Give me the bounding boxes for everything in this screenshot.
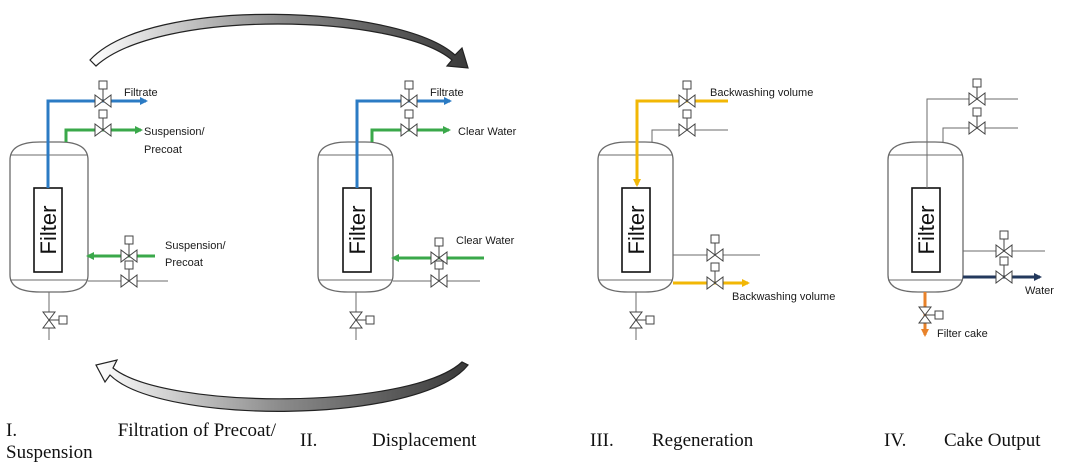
valve-icon (706, 234, 724, 262)
backwash-line-3a (633, 99, 728, 187)
caption-stage-2-text: Displacement (372, 430, 477, 451)
filter-label-3: Filter (624, 206, 649, 255)
caption-stage-2: II. Displacement (300, 430, 476, 452)
valve-icon (678, 109, 696, 137)
valve-icon (400, 109, 418, 137)
caption-stage-1: I. Filtration of Precoat/ Suspension (6, 420, 276, 464)
suspension-line-1a (64, 126, 143, 142)
filter-box-2 (342, 187, 372, 273)
label-filter-cake: Filter cake (937, 328, 988, 340)
label-filtrate-2: Filtrate (430, 87, 464, 99)
valve-icon (995, 256, 1013, 284)
caption-stage-1-text-line2: Suspension (6, 442, 93, 463)
valve-icon (400, 80, 418, 108)
caption-stage-4-number: IV. (884, 430, 907, 451)
caption-stage-3-number: III. (590, 430, 614, 451)
valve-icon (706, 262, 724, 290)
caption-stage-2-number: II. (300, 430, 318, 451)
label-suspension-1a-line1: Suspension/ (144, 126, 205, 138)
caption-stage-4: IV. Cake Output (884, 430, 1041, 452)
label-clear-water-2a: Clear Water (458, 126, 517, 138)
stage-1-diagram: Filter (9, 97, 168, 340)
stage-3-diagram: Filter (597, 99, 760, 340)
filtrate-line-2 (355, 97, 452, 188)
label-filtrate-1: Filtrate (124, 87, 158, 99)
stage-4-labels: Water Filter cake (937, 285, 1054, 340)
label-suspension-1a-line2: Precoat (144, 144, 182, 156)
stage-1-labels: Filtrate Suspension/ Precoat Suspension/… (124, 87, 226, 269)
valve-icon (94, 80, 112, 108)
cycle-arrow-top (89, 13, 469, 69)
valve-icon (349, 311, 375, 329)
valve-icon (968, 78, 986, 106)
caption-stage-1-text-line1: Filtration of Precoat/ (117, 420, 276, 441)
cycle-arrow-bottom (95, 359, 469, 412)
filter-box-4 (911, 187, 941, 273)
filter-label-2: Filter (345, 206, 370, 255)
label-backwash-bottom: Backwashing volume (732, 291, 835, 303)
valve-icon (94, 109, 112, 137)
filter-box-3 (621, 187, 651, 273)
caption-stage-1-number: I. (6, 420, 18, 441)
label-backwash-top: Backwashing volume (710, 87, 813, 99)
stage-3-labels: Backwashing volume Backwashing volume (710, 87, 835, 303)
label-water: Water (1025, 285, 1054, 297)
caption-stage-4-text: Cake Output (944, 430, 1041, 451)
valve-icon (120, 260, 138, 288)
idle-line-4a (926, 98, 1018, 188)
valve-icon (430, 237, 448, 265)
filter-label-4: Filter (914, 206, 939, 255)
valve-icon (120, 235, 138, 263)
idle-line-4b (942, 127, 1018, 142)
caption-stage-3: III. Regeneration (590, 430, 753, 452)
valve-icon (42, 311, 68, 329)
label-suspension-1b-line2: Precoat (165, 257, 203, 269)
valve-icon (968, 107, 986, 135)
valve-icon (678, 80, 696, 108)
caption-stage-3-text: Regeneration (652, 430, 754, 451)
valve-icon (629, 311, 655, 329)
stage-2-diagram: Filter (317, 97, 484, 340)
idle-line-3a (651, 129, 728, 142)
valves (42, 78, 1013, 329)
stage-4-diagram: Filter (887, 98, 1045, 337)
valve-icon (430, 260, 448, 288)
label-suspension-1b-line1: Suspension/ (165, 240, 226, 252)
stage-2-labels: Filtrate Clear Water Clear Water (430, 87, 517, 247)
valve-icon (995, 230, 1013, 258)
clear-water-line-2a (370, 126, 451, 142)
label-clear-water-2b: Clear Water (456, 235, 515, 247)
valve-icon (918, 306, 944, 324)
filtrate-line-1 (46, 97, 148, 188)
filter-label-1: Filter (36, 206, 61, 255)
